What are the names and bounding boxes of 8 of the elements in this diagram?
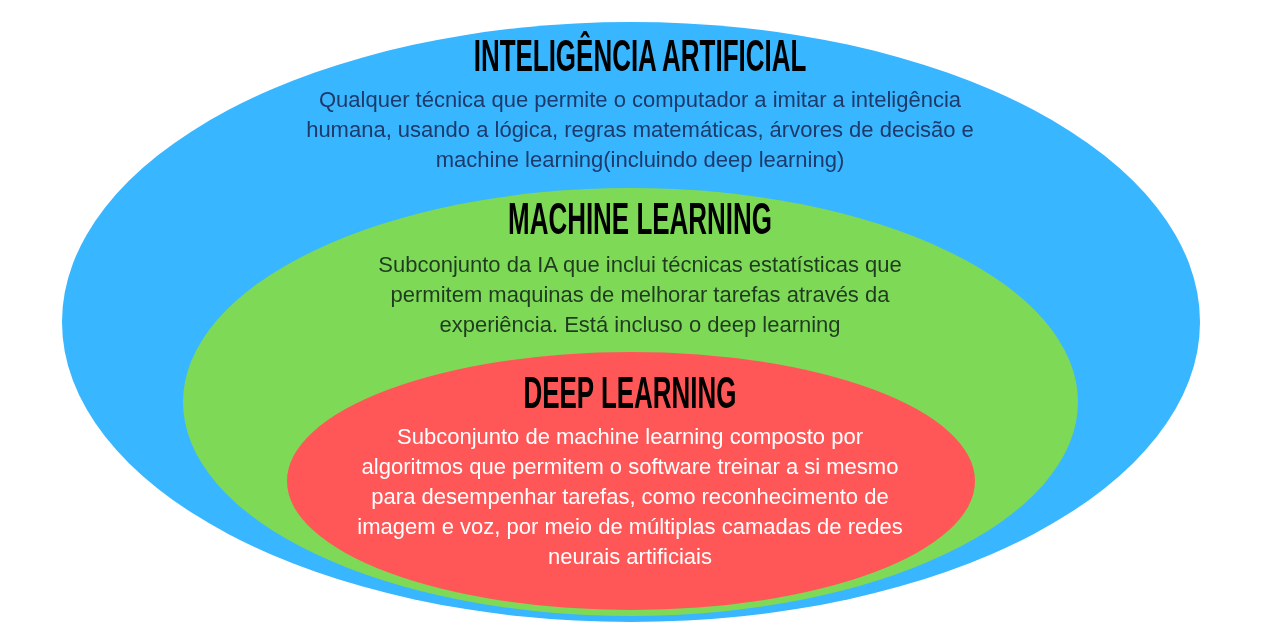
set-description: Qualquer técnica que permite o computador a imitar a inteligência humana, usando a lógica, regras matemáticas, árvores de decisão e machine learning(incluindo deep learning) bbox=[305, 86, 975, 174]
set-description: Subconjunto de machine learning composto por algoritmos que permitem o software treinar a si mesmo para desempenhar tarefas, como reconhecimento de imagem e voz, por meio de múltiplas camadas de redes neurais artificiais bbox=[356, 423, 904, 571]
set-heading: MACHINE LEARNING bbox=[508, 197, 772, 241]
set-heading: DEEP LEARNING bbox=[523, 371, 737, 415]
outer-set-ellipse bbox=[62, 22, 1200, 622]
middle-set-ellipse bbox=[183, 188, 1078, 616]
inner-set-ellipse bbox=[287, 352, 975, 610]
set-description: Subconjunto da IA que inclui técnicas estatísticas que permitem maquinas de melhorar tarefas através da experiência. Está incluso o deep learning bbox=[377, 251, 903, 339]
